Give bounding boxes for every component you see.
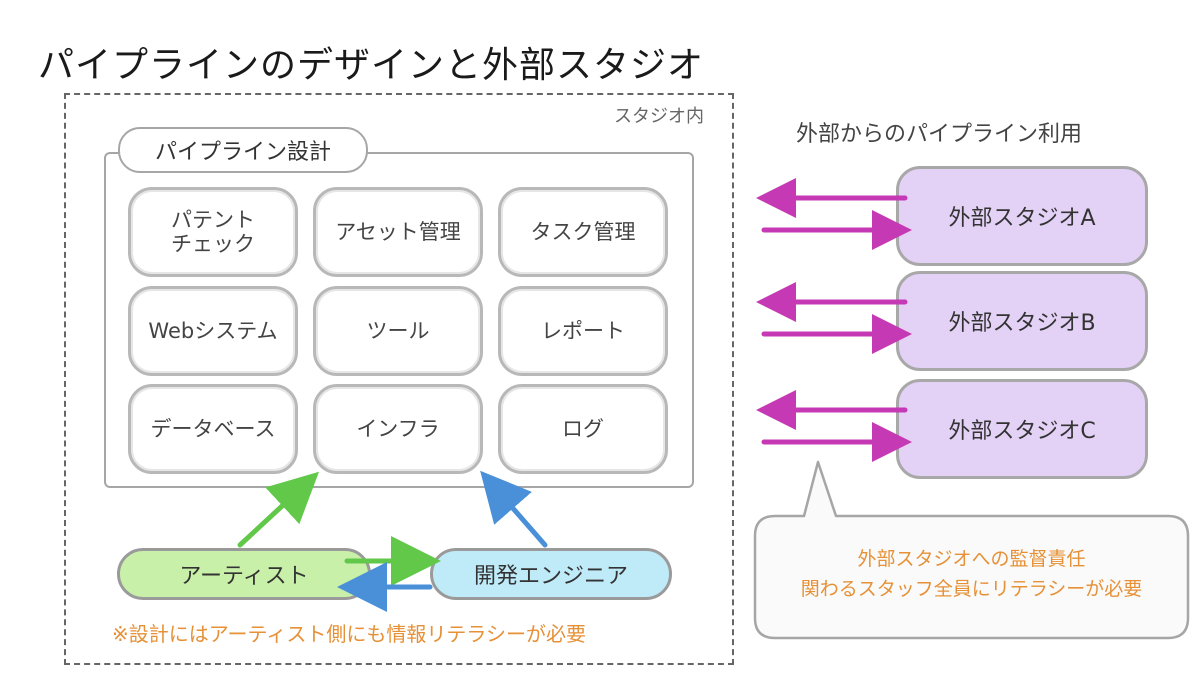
arrow-engineer-to-pipeline — [480, 470, 548, 548]
external-usage-title: 外部からのパイプライン利用 — [796, 122, 1083, 147]
arrow-artist-to-pipeline — [237, 471, 320, 548]
studio-boundary — [64, 93, 734, 665]
responsibility-callout — [753, 460, 1190, 640]
studio-label: スタジオ内 — [614, 106, 704, 127]
page-title: パイプラインのデザインと外部スタジオ — [38, 45, 705, 86]
engineer-role: 開発エンジニア — [430, 548, 672, 600]
pipeline-design-title: パイプライン設計 — [118, 127, 368, 173]
callout-line-literacy: 関わるスタッフ全員にリテラシーが必要 — [800, 578, 1143, 601]
module-asset-management: アセット管理 — [313, 187, 483, 277]
external-studio-a: 外部スタジオA — [896, 166, 1148, 266]
module-report: レポート — [498, 286, 668, 376]
module-log: ログ — [498, 384, 668, 474]
external-studio-b: 外部スタジオB — [896, 271, 1148, 371]
literacy-note: ※設計にはアーティスト側にも情報リテラシーが必要 — [112, 622, 586, 646]
callout-text: 外部スタジオへの監督責任 関わるスタッフ全員にリテラシーが必要 — [755, 544, 1188, 605]
module-task-management: タスク管理 — [498, 187, 668, 277]
callout-line-responsibility: 外部スタジオへの監督責任 — [857, 548, 1086, 570]
module-web-system: Webシステム — [128, 286, 298, 376]
module-tools: ツール — [313, 286, 483, 376]
module-infra: インフラ — [313, 384, 483, 474]
module-database: データベース — [128, 384, 298, 474]
artist-role: アーティスト — [117, 548, 371, 600]
module-patent-check: パテント チェック — [128, 187, 298, 277]
pipeline-design-box — [104, 152, 694, 488]
